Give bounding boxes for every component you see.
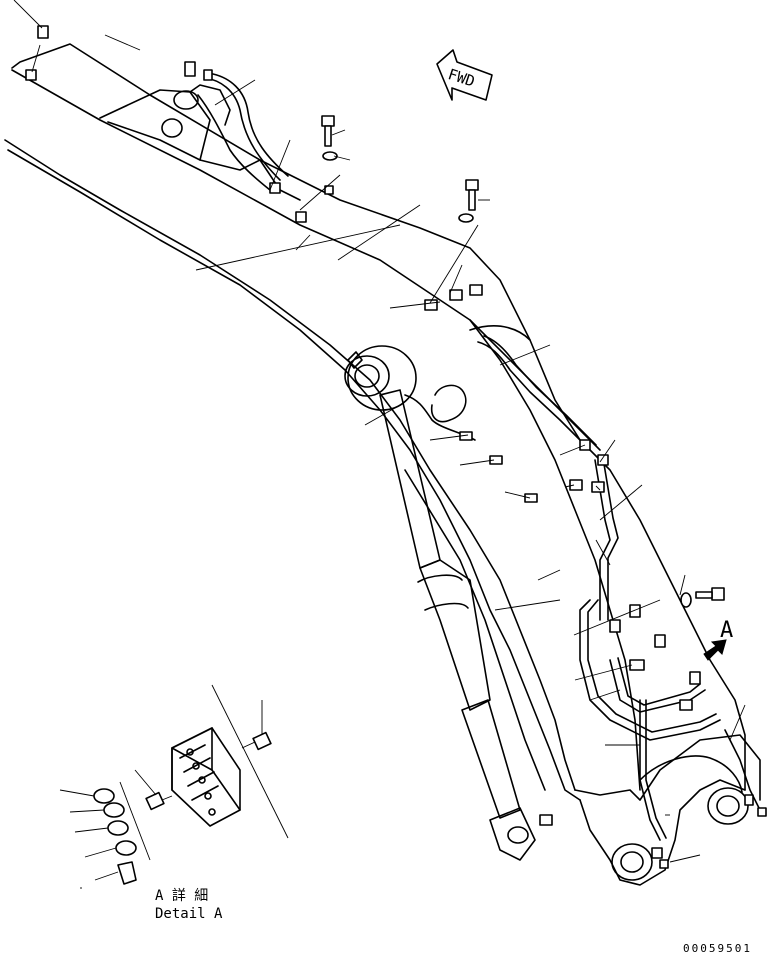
view-arrow-icon xyxy=(703,639,727,661)
detail-a xyxy=(59,727,272,889)
detail-title-en: Detail A xyxy=(155,906,223,922)
boom-cylinder xyxy=(344,345,536,861)
leader-lines xyxy=(13,0,746,863)
drawing-number: 00059501 xyxy=(683,942,752,955)
fwd-arrow-icon: FWD xyxy=(436,49,493,101)
hose-lines xyxy=(197,73,761,841)
view-letter-a: A xyxy=(720,618,733,643)
detail-title-jp: A 詳 細 xyxy=(155,888,208,904)
arm-bracket xyxy=(99,84,301,201)
bolts xyxy=(25,25,725,608)
